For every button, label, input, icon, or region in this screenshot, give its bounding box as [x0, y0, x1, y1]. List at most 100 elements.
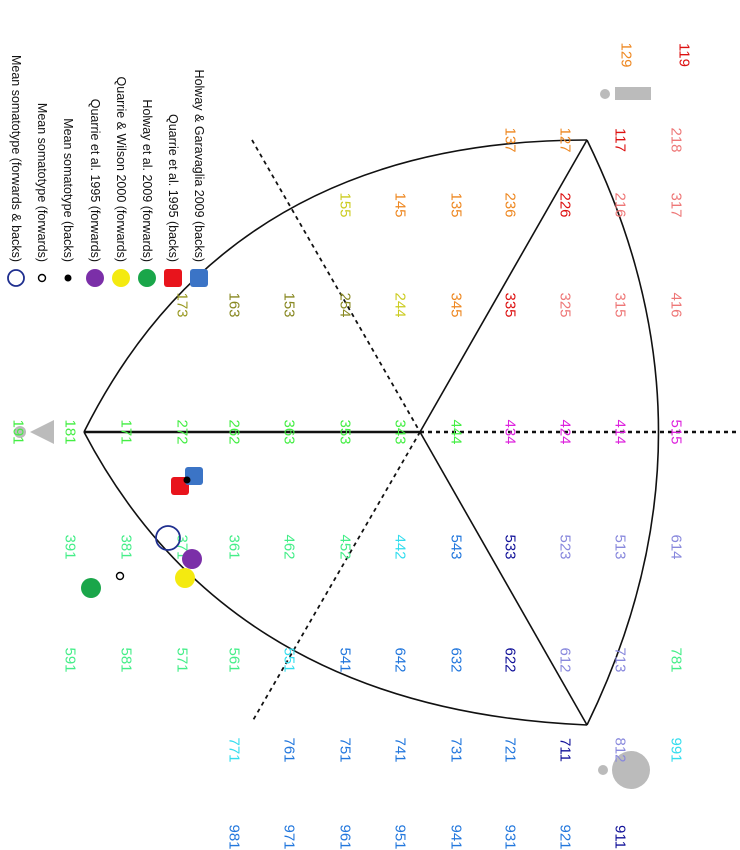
somatotype-code-label: 236: [502, 192, 519, 217]
somatotype-code-label: 181: [62, 419, 79, 444]
somatotype-code-label: 135: [448, 192, 465, 217]
somatotype-code-label: 155: [337, 192, 354, 217]
legend-symbol: [7, 269, 25, 287]
somatotype-code-label: 931: [502, 824, 519, 849]
somatotype-code-labels: 191 181 171 272 262 363 353 343 444 434 424 414 515 1…: [10, 42, 693, 849]
somatotype-code-label: 343: [392, 419, 409, 444]
somatotype-code-label: 129: [618, 42, 635, 67]
somatotype-code-label: 951: [392, 824, 409, 849]
somatotype-code-label: 452: [337, 534, 354, 559]
somatotype-code-label: 191: [10, 419, 27, 444]
somatotype-code-label: 761: [281, 737, 298, 762]
somatotype-code-label: 424: [557, 419, 574, 444]
somatotype-code-label: 781: [668, 647, 685, 672]
somatotype-code-label: 335: [502, 292, 519, 317]
somatotype-code-label: 961: [337, 824, 354, 849]
somatotype-code-label: 163: [226, 292, 243, 317]
arc-mesomorph-ectomorph: [83, 431, 588, 726]
somatotype-code-label: 591: [62, 647, 79, 672]
divider-lower: [251, 431, 421, 723]
somatotype-code-label: 721: [502, 737, 519, 762]
somatotype-code-label: 515: [668, 419, 685, 444]
somatotype-code-label: 254: [337, 292, 354, 317]
marker-6: [81, 578, 101, 598]
legend-label: Quarrie et al. 1995 (forwards): [88, 99, 102, 262]
legend-symbol: [138, 269, 156, 287]
somatotype-code-label: 153: [281, 292, 298, 317]
arc-endomorph-ectomorph: [586, 139, 660, 726]
somatotype-code-label: 353: [337, 419, 354, 444]
somatotype-code-label: 444: [448, 419, 465, 444]
legend-label: Holway et al. 2009 (forwards): [140, 99, 154, 262]
somatotype-markers: [81, 467, 203, 598]
somatotype-code-label: 442: [392, 534, 409, 559]
spoke-ectomorph: [419, 431, 588, 726]
legend-symbol: [86, 269, 104, 287]
somatotype-code-label: 317: [668, 192, 685, 217]
somatotype-code-label: 315: [612, 292, 629, 317]
somatotype-code-label: 272: [174, 419, 191, 444]
somatotype-code-label: 642: [392, 647, 409, 672]
somatotype-code-label: 771: [226, 737, 243, 762]
somatotype-code-label: 612: [557, 647, 574, 672]
legend-label: Mean somatotype (backs): [61, 118, 75, 262]
somatotype-code-label: 551: [281, 647, 298, 672]
somatotype-code-label: 741: [392, 737, 409, 762]
body-type-figures: [14, 87, 651, 789]
somatotype-code-label: 541: [337, 647, 354, 672]
somatotype-code-label: 812: [612, 737, 629, 762]
legend-label: Quarrie & Wilson 2000 (forwards): [114, 77, 128, 262]
marker-2: [115, 571, 125, 581]
arc-mesomorph-endomorph: [83, 139, 588, 433]
divider-upper: [251, 139, 421, 433]
endomorph-figure: [612, 751, 650, 789]
legend-label: Mean somatotype (forwards & backs): [9, 55, 23, 262]
marker-3-overlay: [183, 476, 191, 484]
somatotype-code-label: 325: [557, 292, 574, 317]
somatotype-code-label: 731: [448, 737, 465, 762]
spoke-endomorph: [419, 139, 588, 433]
legend-label: Holway & Garavaglia 2009 (backs): [192, 70, 206, 262]
somatotype-code-label: 226: [557, 192, 574, 217]
somatotype-code-label: 262: [226, 419, 243, 444]
somatotype-code-label: 561: [226, 647, 243, 672]
somatotype-code-label: 462: [281, 534, 298, 559]
marker-1: [155, 525, 181, 551]
somatotype-code-label: 414: [612, 419, 629, 444]
somatotype-code-label: 571: [174, 647, 191, 672]
somatotype-code-label: 713: [612, 647, 629, 672]
somatotype-code-label: 391: [62, 534, 79, 559]
somatotype-code-label: 145: [392, 192, 409, 217]
legend-symbol: [37, 273, 47, 283]
somatotype-code-label: 244: [392, 292, 409, 317]
somatotype-code-label: 381: [118, 534, 135, 559]
somatotype-code-label: 345: [448, 292, 465, 317]
somatotype-code-label: 971: [281, 824, 298, 849]
somatotype-code-label: 533: [502, 534, 519, 559]
legend-symbol: [112, 269, 130, 287]
somatotype-code-label: 751: [337, 737, 354, 762]
figure-head: [598, 765, 608, 775]
legend-label: Quarrie et al. 1995 (backs): [166, 114, 180, 262]
somatotype-code-label: 127: [557, 127, 574, 152]
mesomorph-figure: [30, 420, 54, 444]
marker-4: [182, 549, 202, 569]
somatotype-code-label: 911: [612, 825, 629, 849]
somatotype-code-label: 991: [668, 737, 685, 762]
legend: Mean somatotype (forwards & backs) Mean s…: [7, 55, 208, 287]
somatotype-code-label: 513: [612, 534, 629, 559]
somatotype-code-label: 119: [676, 43, 693, 67]
somatotype-code-label: 363: [281, 419, 298, 444]
somatotype-code-label: 416: [668, 292, 685, 317]
somatotype-code-label: 216: [612, 192, 629, 217]
somatotype-code-label: 622: [502, 647, 519, 672]
figure-head: [14, 426, 26, 438]
marker-5: [175, 568, 195, 588]
somatotype-code-label: 434: [502, 419, 519, 444]
somatotype-code-label: 632: [448, 647, 465, 672]
somatotype-code-label: 543: [448, 534, 465, 559]
somatotype-code-label: 711: [557, 738, 574, 762]
somatotype-code-label: 981: [226, 824, 243, 849]
somatotype-code-label: 171: [118, 419, 135, 444]
